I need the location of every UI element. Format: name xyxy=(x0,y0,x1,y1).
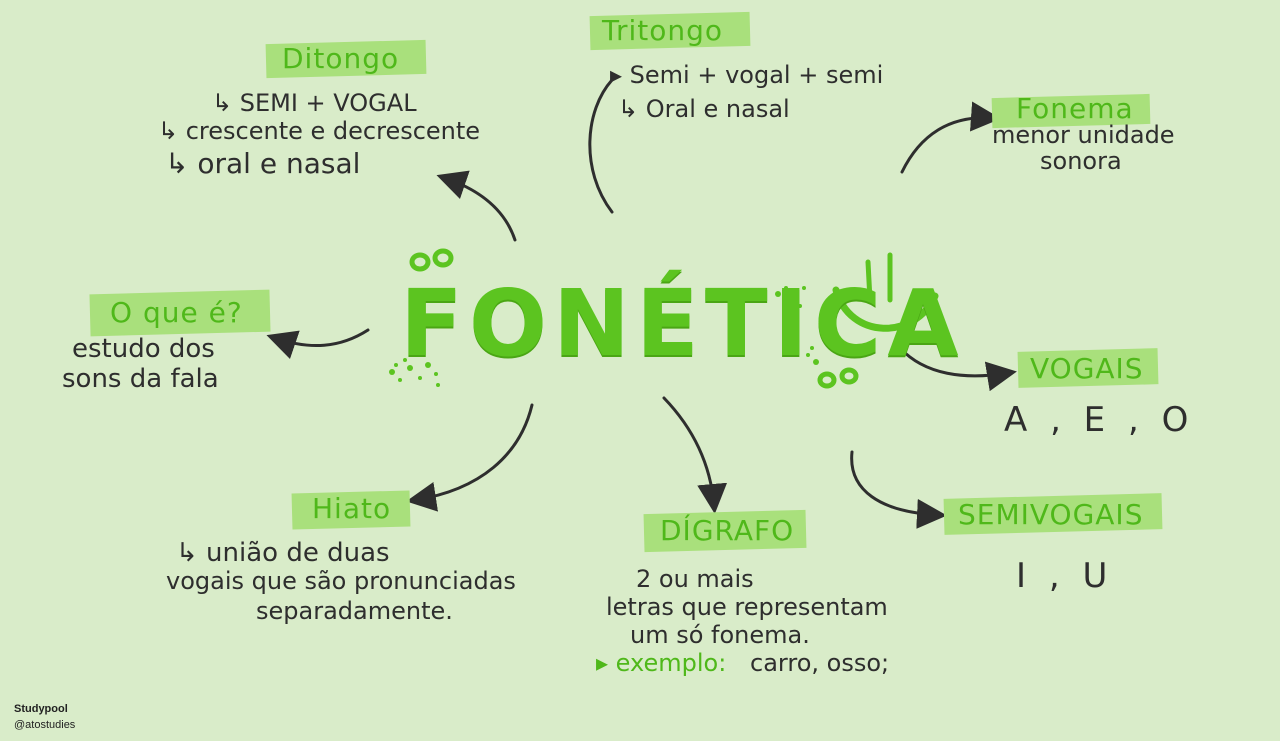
fonema-title: Fonema xyxy=(1016,92,1134,125)
vogais-title: VOGAIS xyxy=(1030,352,1144,385)
credit-brand: Studypool xyxy=(14,703,68,715)
tritongo-line-1: ▸ Semi + vogal + semi xyxy=(610,61,884,89)
digrafo-example-label: ▸ exemplo: xyxy=(596,649,727,677)
hiato-line-3: separadamente. xyxy=(256,597,453,625)
line-to-tritongo xyxy=(588,78,614,214)
digrafo-example-value: carro, osso; xyxy=(750,649,890,677)
smiley-eye-1 xyxy=(865,259,873,303)
digrafo-title: DÍGRAFO xyxy=(660,514,795,547)
oque-title: O que é? xyxy=(110,296,243,329)
hiato-line-2: vogais que são pronunciadas xyxy=(166,567,516,595)
oque-line-1: estudo dos xyxy=(72,334,215,364)
arrow-to-hiato xyxy=(406,403,534,512)
ditongo-line-2: ↳ crescente e decrescente xyxy=(158,117,481,145)
ditongo-line-3: ↳ oral e nasal xyxy=(165,147,361,180)
oque-line-2: sons da fala xyxy=(62,364,219,394)
smiley-mouth xyxy=(832,286,939,332)
arrow-to-ditongo xyxy=(436,170,517,242)
arrow-to-vogais xyxy=(898,346,1017,392)
semivogais-title: SEMIVOGAIS xyxy=(958,498,1144,531)
main-title: FONÉTICA xyxy=(400,270,965,377)
arrow-to-semivogais xyxy=(850,450,947,529)
digrafo-line-2: letras que representam xyxy=(606,593,888,621)
eye-dot-left-2 xyxy=(432,248,454,268)
digrafo-line-1: 2 ou mais xyxy=(636,565,754,593)
eye-dot-left-1 xyxy=(409,252,431,272)
sparkle-dots xyxy=(389,286,819,387)
arrow-to-fonema xyxy=(900,101,1001,174)
tritongo-title: Tritongo xyxy=(602,14,724,47)
semivogais-content: I , U xyxy=(1016,556,1114,596)
eye-dot-right-2 xyxy=(839,367,859,385)
hiato-title: Hiato xyxy=(312,492,392,525)
ditongo-line-1: ↳ SEMI + VOGAL xyxy=(212,89,417,117)
tritongo-line-2: ↳ Oral e nasal xyxy=(618,95,790,123)
digrafo-line-3: um só fonema. xyxy=(630,621,810,649)
credit-handle: @atostudies xyxy=(14,719,76,731)
arrow-to-oque xyxy=(266,328,370,359)
arrow-to-digrafo xyxy=(662,396,728,514)
eye-dot-right-1 xyxy=(817,371,837,389)
ditongo-title: Ditongo xyxy=(282,42,400,75)
fonema-line-1: menor unidade xyxy=(992,121,1175,149)
fonema-line-2: sonora xyxy=(1040,147,1122,175)
hiato-line-1: ↳ união de duas xyxy=(176,538,390,568)
vogais-content: A , E , O xyxy=(1004,400,1195,440)
